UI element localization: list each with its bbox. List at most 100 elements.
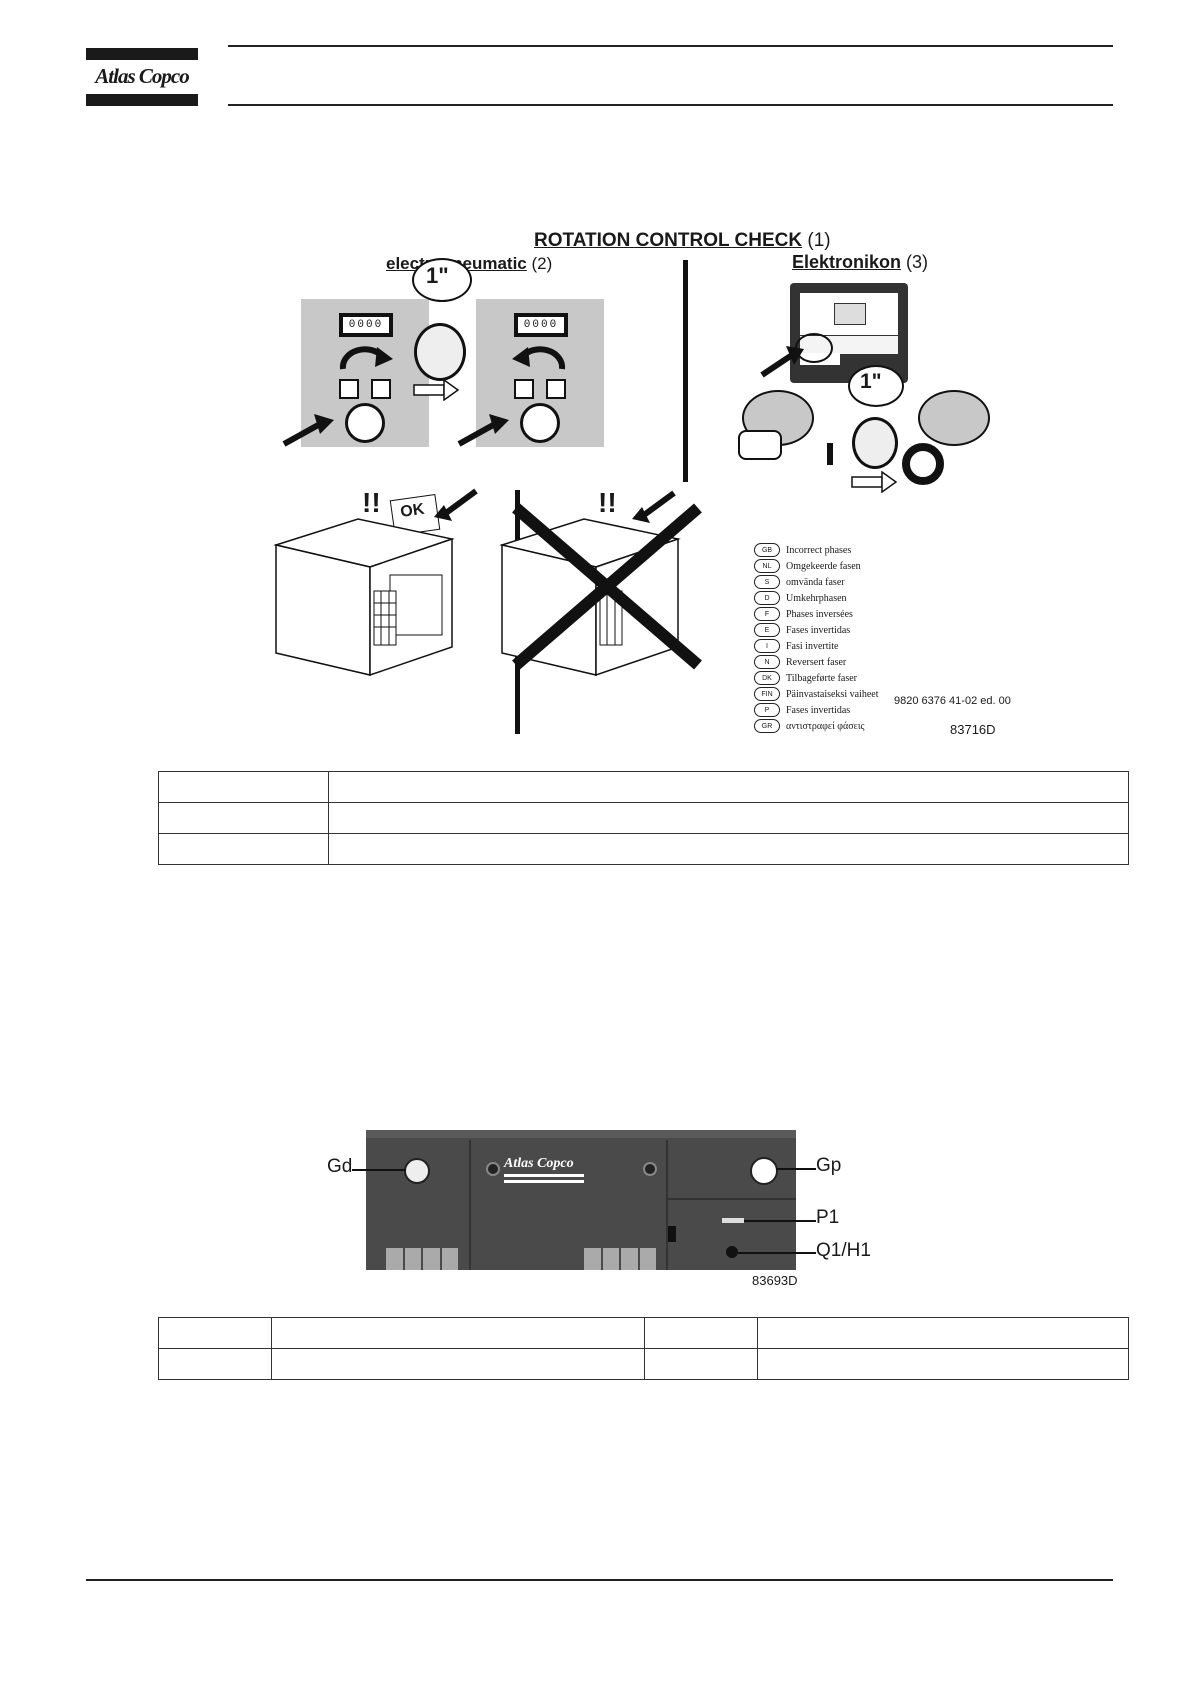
compressor-ok-illustration xyxy=(273,518,455,677)
table-cell xyxy=(757,1317,1129,1349)
start-button-icon xyxy=(546,379,566,399)
figure-title-line: ROTATION CONTROL CHECK (1) xyxy=(534,230,831,252)
table-cell xyxy=(271,1348,645,1380)
table-cell xyxy=(158,771,329,803)
elektronikon-label: Elektronikon xyxy=(792,252,902,272)
reference-table-1 xyxy=(158,771,1129,865)
next-arrow-icon xyxy=(413,379,460,401)
table-row xyxy=(158,771,1129,803)
legend-code: N xyxy=(754,655,780,669)
gauge-gd-icon xyxy=(404,1158,430,1184)
hour-counter-right: 0000 xyxy=(518,317,564,333)
rotation-arrow-counterclockwise-icon xyxy=(512,346,566,370)
stop-button-icon xyxy=(339,379,359,399)
front-panel-figure: Atlas Copco Gd Gp P1 Q1/H1 83693D xyxy=(320,1130,880,1290)
divider-vertical-top xyxy=(683,260,688,482)
legend-code: FIN xyxy=(754,687,780,701)
atlas-copco-logo: Atlas Copco xyxy=(86,48,198,106)
legend-row: FIN Päinvastaiseksi vaiheet xyxy=(754,687,878,701)
legend-code: F xyxy=(754,607,780,621)
legend-code: I xyxy=(754,639,780,653)
legend-row: P Fases invertidas xyxy=(754,703,850,717)
legend-code: GB xyxy=(754,543,780,557)
legend-text: Omgekeerde fasen xyxy=(786,560,861,572)
pointer-arrow-icon xyxy=(434,488,478,521)
table-row xyxy=(158,833,1129,865)
callout-line-gd xyxy=(352,1169,406,1171)
pointer-arrow-icon xyxy=(760,346,804,378)
legend-code: E xyxy=(754,623,780,637)
part-number: 9820 6376 41-02 ed. 00 xyxy=(894,695,1011,707)
legend-text: Phases inversées xyxy=(786,608,853,620)
timer-label-right: 1" xyxy=(860,370,882,393)
stopwatch-left-icon xyxy=(414,323,466,381)
label-q1h1: Q1/H1 xyxy=(816,1240,871,1261)
start-symbol-icon xyxy=(827,443,833,465)
callout-line-gp xyxy=(776,1168,816,1170)
legend-row: NL Omgekeerde fasen xyxy=(754,559,861,573)
control-panel-left: 0000 xyxy=(301,299,429,447)
electropneumatic-ref: (2) xyxy=(531,254,553,273)
legend-row: F Phases inversées xyxy=(754,607,853,621)
callout-line-p1 xyxy=(744,1220,816,1222)
table-cell xyxy=(644,1348,758,1380)
switch-q1h1-icon xyxy=(726,1246,738,1258)
legend-code: P xyxy=(754,703,780,717)
reference-table-2 xyxy=(158,1317,1129,1380)
hand-press-left-icon xyxy=(738,430,782,460)
legend-text: Incorrect phases xyxy=(786,544,852,556)
hour-counter-left: 0000 xyxy=(343,317,389,333)
gauge-gp-icon xyxy=(750,1157,778,1185)
header-bottom-rule xyxy=(228,104,1113,106)
compressor-incorrect-illustration xyxy=(499,518,681,677)
pointer-arrow-icon xyxy=(282,414,334,447)
legend-text: Reversert faser xyxy=(786,656,847,668)
panel-brand-text: Atlas Copco xyxy=(504,1156,574,1171)
compressor-front-panel: Atlas Copco xyxy=(366,1130,796,1270)
label-gd: Gd xyxy=(327,1156,353,1177)
timer-label-left: 1" xyxy=(426,263,449,288)
legend-text: Tilbageførte faser xyxy=(786,672,857,684)
callout-line-q1h1 xyxy=(738,1252,816,1254)
legend-row: GB Incorrect phases xyxy=(754,543,851,557)
table-cell xyxy=(271,1317,645,1349)
stopwatch-right-icon xyxy=(852,417,898,469)
rotation-arrow-clockwise-icon xyxy=(339,346,393,370)
table-row xyxy=(158,802,1129,834)
legend-row: N Reversert faser xyxy=(754,655,846,669)
logo-text: Atlas Copco xyxy=(95,64,189,88)
legend-row: DK Tilbageførte faser xyxy=(754,671,857,685)
table-cell xyxy=(328,833,1129,865)
legend-code: GR xyxy=(754,719,780,733)
legend-code: NL xyxy=(754,559,780,573)
label-gp: Gp xyxy=(816,1155,842,1176)
table-row xyxy=(158,1317,1129,1349)
thought-bubble-left xyxy=(412,258,472,302)
selector-knob-icon xyxy=(345,403,385,443)
next-arrow-icon xyxy=(851,471,898,493)
pointer-arrow-icon xyxy=(632,490,676,523)
thought-bubble-right xyxy=(848,365,904,407)
legend-text: Fases invertidas xyxy=(786,704,851,716)
figure-id-1: 83716D xyxy=(950,722,996,737)
table-cell xyxy=(328,771,1129,803)
rotation-check-figure: ROTATION CONTROL CHECK (1) electropneuma… xyxy=(273,225,1050,745)
legend-text: Umkehrphasen xyxy=(786,592,847,604)
screw-icon xyxy=(643,1162,657,1176)
label-p1: P1 xyxy=(816,1207,840,1228)
warning-marks-right: !! xyxy=(598,487,617,518)
figure-title-ref: (1) xyxy=(807,230,831,251)
pointer-arrow-icon xyxy=(457,414,509,447)
table-cell xyxy=(158,1348,272,1380)
elektronikon-ref: (3) xyxy=(906,252,929,272)
footer-rule xyxy=(86,1579,1113,1581)
stop-button-icon xyxy=(514,379,534,399)
legend-code: S xyxy=(754,575,780,589)
table-cell xyxy=(644,1317,758,1349)
legend-text: Päinvastaiseksi vaiheet xyxy=(786,688,879,700)
legend-code: DK xyxy=(754,671,780,685)
